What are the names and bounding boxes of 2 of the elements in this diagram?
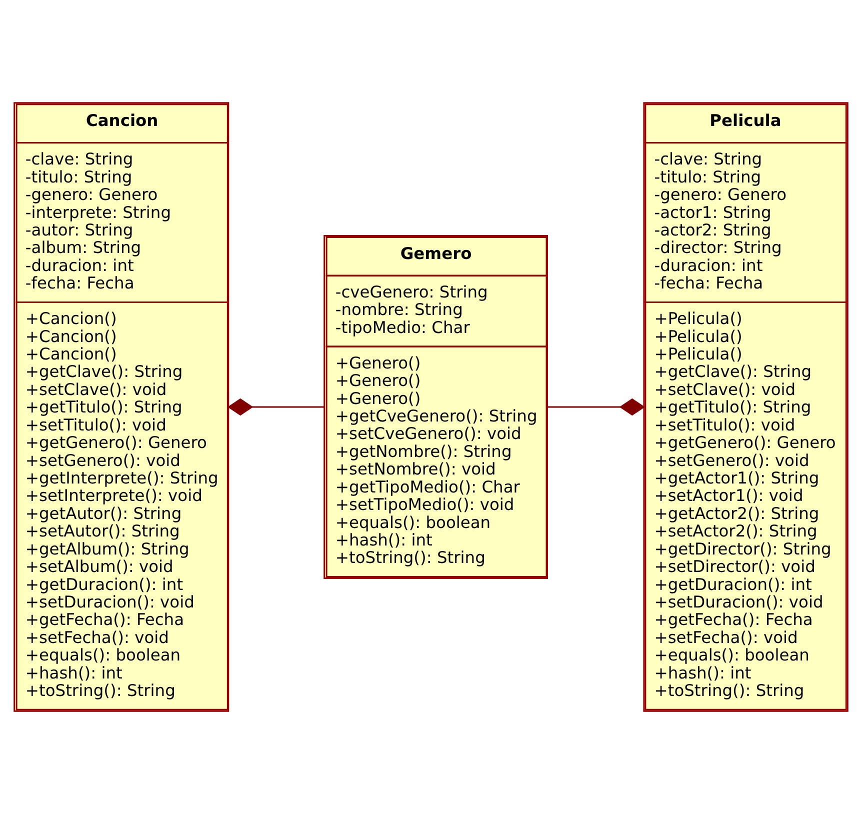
connector — [228, 398, 324, 416]
connector — [548, 398, 646, 416]
